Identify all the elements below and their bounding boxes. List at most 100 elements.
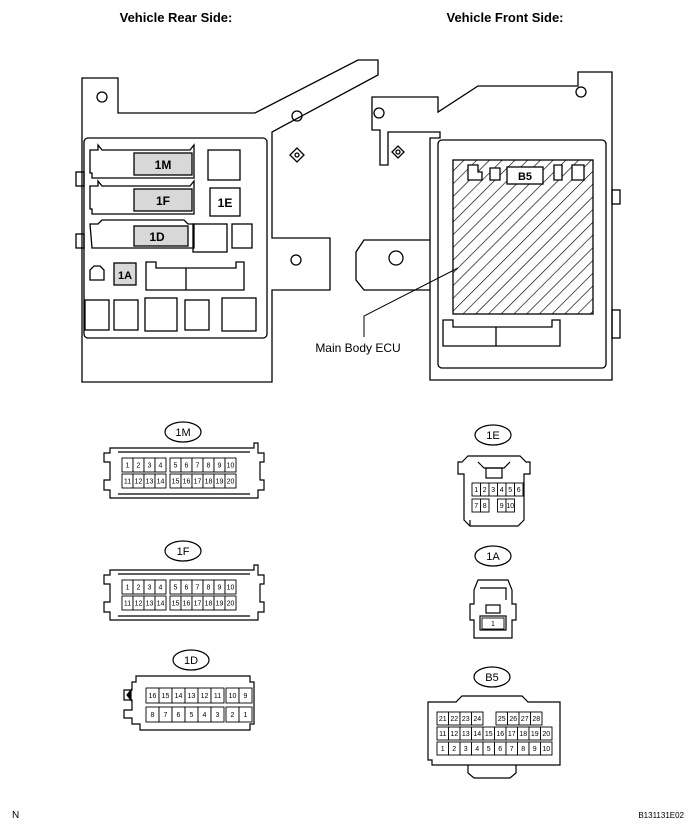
pin-1F-6: 6 [180,579,193,595]
svg-text:16: 16 [183,479,191,486]
pin-1D-10: 10 [225,687,240,704]
main-body-ecu-label: Main Body ECU [315,341,400,355]
svg-text:12: 12 [450,731,458,738]
pin-1F-15: 15 [169,595,182,611]
svg-text:15: 15 [172,479,180,486]
title-1E: 1E [486,430,499,442]
pin-1M-7: 7 [191,457,204,473]
svg-text:6: 6 [177,712,181,719]
pin-1M-14: 14 [154,473,167,489]
svg-text:1: 1 [491,621,495,628]
svg-text:2: 2 [231,712,235,719]
svg-text:2: 2 [452,746,456,753]
svg-text:28: 28 [532,716,540,723]
pin-1E-7: 7 [471,498,481,513]
svg-text:24: 24 [473,716,481,723]
svg-text:15: 15 [162,693,170,700]
pin-1M-5: 5 [169,457,182,473]
pin-B5-12: 12 [448,726,461,741]
svg-text:10: 10 [229,693,237,700]
svg-text:9: 9 [533,746,537,753]
front-label-B5: B5 [518,171,532,183]
pin-1F-3: 3 [143,579,156,595]
pin-1D-3: 3 [210,706,225,723]
svg-text:12: 12 [201,693,209,700]
svg-text:13: 13 [462,731,470,738]
pin-1D-1: 1 [238,706,253,723]
svg-text:9: 9 [218,463,222,470]
svg-text:18: 18 [519,731,527,738]
title-1D: 1D [184,655,198,667]
pin-1M-9: 9 [213,457,226,473]
svg-text:6: 6 [185,463,189,470]
svg-text:10: 10 [506,503,514,510]
bubble-1E [474,424,512,446]
pin-1M-11: 11 [121,473,134,489]
pin-1D-15: 15 [158,687,173,704]
svg-text:17: 17 [194,479,202,486]
pin-1M-20: 20 [224,473,237,489]
pin-B5-15: 15 [482,726,495,741]
title-1A: 1A [486,551,500,563]
connector-1D [123,675,255,731]
svg-text:3: 3 [491,487,495,494]
connector-1M [103,442,265,499]
bubble-1D [172,649,210,671]
pin-1E-1: 1 [471,482,481,497]
svg-text:22: 22 [450,716,458,723]
pin-1F-1: 1 [121,579,134,595]
svg-text:9: 9 [500,503,504,510]
svg-text:21: 21 [439,716,447,723]
svg-text:3: 3 [216,712,220,719]
svg-text:19: 19 [216,479,224,486]
pin-B5-2: 2 [448,741,461,756]
svg-text:7: 7 [510,746,514,753]
pin-1E-3: 3 [488,482,498,497]
bubble-1M [164,421,202,443]
svg-text:19: 19 [531,731,539,738]
svg-text:8: 8 [521,746,525,753]
pin-1M-10: 10 [224,457,237,473]
svg-text:20: 20 [227,601,235,608]
svg-text:6: 6 [517,487,521,494]
rear-label-1M: 1M [155,158,172,172]
svg-text:5: 5 [508,487,512,494]
svg-text:17: 17 [194,601,202,608]
svg-text:3: 3 [464,746,468,753]
svg-text:1: 1 [244,712,248,719]
rear-side-title: Vehicle Rear Side: [120,10,233,25]
bubble-1A [474,545,512,567]
pin-1M-19: 19 [213,473,226,489]
svg-text:13: 13 [146,479,154,486]
pin-1D-9: 9 [238,687,253,704]
pin-1F-18: 18 [202,595,215,611]
svg-text:15: 15 [172,601,180,608]
pin-1F-9: 9 [213,579,226,595]
pin-B5-8: 8 [517,741,530,756]
pin-1A-1: 1 [481,617,505,630]
svg-text:15: 15 [485,731,493,738]
pin-1F-2: 2 [132,579,145,595]
pin-B5-6: 6 [494,741,507,756]
pin-B5-3: 3 [459,741,472,756]
pin-1D-13: 13 [184,687,199,704]
pin-1D-12: 12 [197,687,212,704]
svg-text:10: 10 [227,463,235,470]
pin-B5-23: 23 [459,711,472,726]
svg-text:7: 7 [164,712,168,719]
pin-B5-22: 22 [448,711,461,726]
rear-junction-block [75,59,379,383]
pin-B5-17: 17 [505,726,518,741]
pin-1F-12: 12 [132,595,145,611]
pin-B5-19: 19 [528,726,541,741]
svg-text:23: 23 [462,716,470,723]
svg-text:1: 1 [126,463,130,470]
svg-text:2: 2 [137,463,141,470]
title-1M: 1M [175,427,190,439]
svg-text:8: 8 [483,503,487,510]
pin-1E-6: 6 [514,482,524,497]
pin-1M-17: 17 [191,473,204,489]
rear-label-1A: 1A [118,270,132,282]
svg-text:7: 7 [474,503,478,510]
pin-B5-4: 4 [471,741,484,756]
